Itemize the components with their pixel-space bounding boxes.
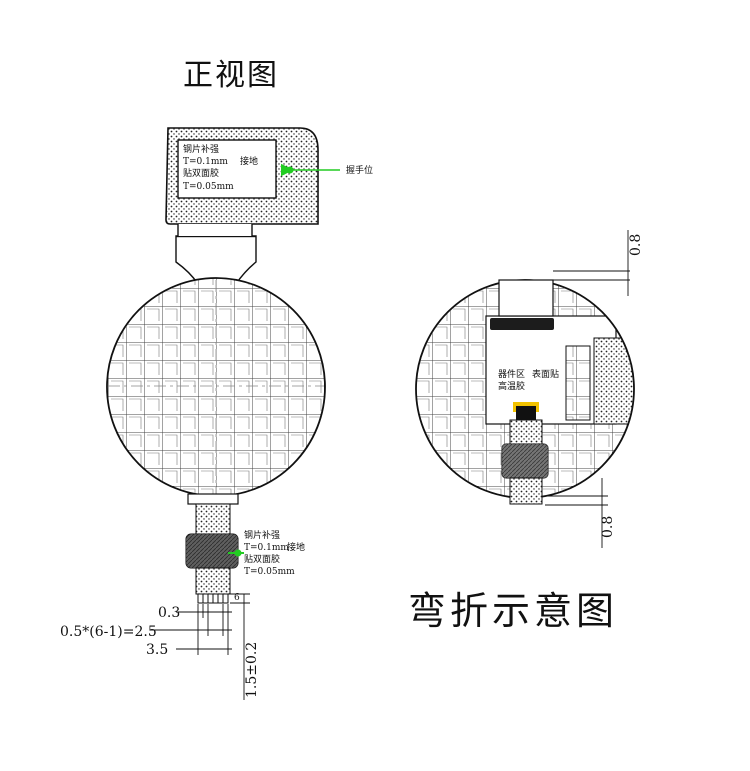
zone-label-2: 表面贴	[532, 368, 559, 380]
bend-view-title: 弯折示意图	[408, 589, 619, 633]
lower-tab	[187, 493, 239, 505]
folded-connector	[490, 318, 554, 330]
folded-flap	[498, 279, 554, 317]
lower-hatched-1	[195, 503, 231, 535]
top-block-label-4: T=0.05mm	[183, 182, 234, 192]
dim-span: 0.5*(6-1)=2.5	[60, 624, 157, 640]
bend-tail-1	[509, 419, 543, 447]
dim-length: 1.5±0.2	[244, 642, 260, 698]
top-block-label-2: T=0.1mm	[183, 157, 228, 167]
front-dimensions	[150, 593, 250, 700]
front-circle	[106, 277, 326, 497]
front-view-title: 正视图	[183, 58, 279, 93]
zone-label-3: 高温胶	[498, 380, 525, 392]
lower-hatched-2	[195, 567, 231, 595]
top-neck	[175, 224, 257, 285]
small-black-block	[516, 406, 536, 420]
bend-tail-2	[509, 477, 543, 505]
bend-dim-bottom-label: 0.8	[600, 516, 616, 538]
pin-row	[197, 593, 229, 604]
zone-label-1: 器件区	[498, 368, 525, 380]
lower-block-label-2: T=0.1mm	[244, 543, 289, 553]
bend-view: 器件区 表面贴 高温胶 0.8 0.8	[415, 230, 644, 548]
top-ground-label: 接地	[240, 155, 258, 167]
bend-dim-bottom	[545, 478, 608, 548]
hand-position-label: 握手位	[346, 164, 373, 176]
lower-block-label-4: T=0.05mm	[244, 567, 295, 577]
top-block-label-1: 钢片补强	[183, 143, 219, 155]
hand-position-dot	[286, 166, 294, 174]
pin-count-label: 6	[234, 593, 240, 603]
top-block-label-3: 贴双面胶	[183, 167, 219, 179]
lower-block-label-3: 贴双面胶	[244, 553, 280, 565]
dim-width: 3.5	[146, 642, 168, 658]
lower-ground-label: 接地	[287, 541, 305, 553]
top-connector-block	[165, 127, 319, 225]
bend-dim-top	[553, 230, 630, 296]
dim-pitch: 0.3	[158, 605, 180, 621]
front-view: 钢片补强 T=0.1mm 接地 贴双面胶 T=0.05mm 握手位	[60, 127, 373, 700]
bend-dim-top-label: 0.8	[628, 234, 644, 256]
lower-block-label-1: 钢片补强	[244, 529, 280, 541]
